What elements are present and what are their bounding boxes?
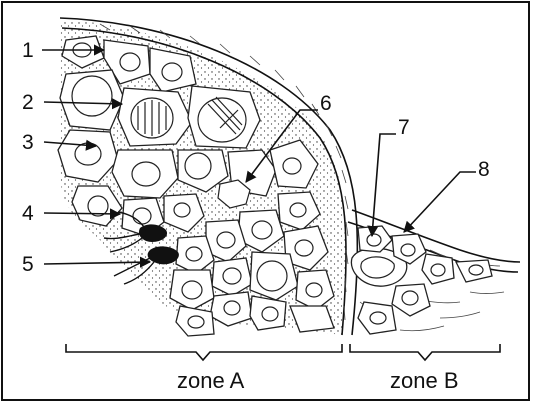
zone-a-bracket <box>66 344 342 360</box>
zone-b-label: zone B <box>390 368 459 393</box>
zone-b-cells <box>351 226 492 334</box>
zone-b-bracket <box>350 344 500 360</box>
dividing-nucleus-1 <box>72 76 112 116</box>
callout-4: 4 <box>22 202 34 225</box>
zone-a-label: zone A <box>177 368 245 393</box>
callout-2: 2 <box>22 91 34 114</box>
callout-8: 8 <box>478 158 490 181</box>
callout-1: 1 <box>22 39 34 62</box>
callout-7: 7 <box>398 116 410 139</box>
callout-3: 3 <box>22 131 34 154</box>
callout-5: 5 <box>22 253 34 276</box>
callout-6: 6 <box>320 92 332 115</box>
